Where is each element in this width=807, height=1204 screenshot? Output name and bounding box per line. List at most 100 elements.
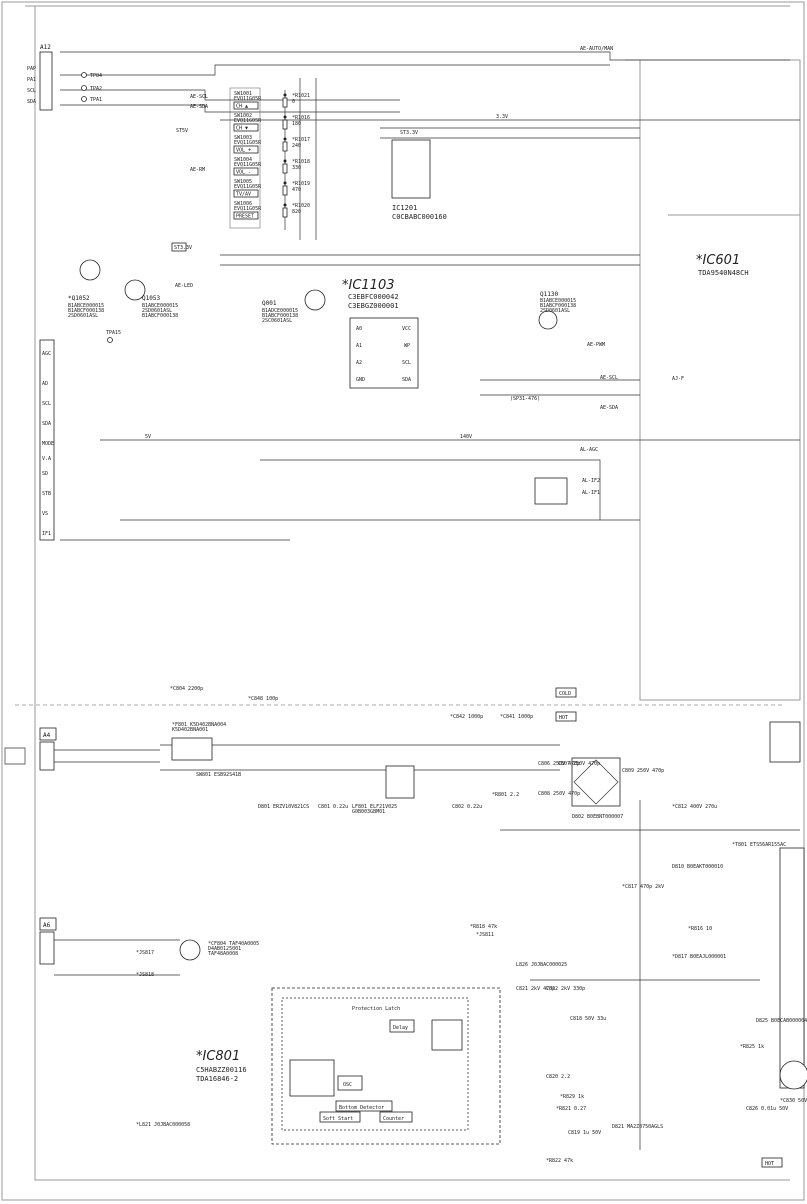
svg-text:B1ABCF000138: B1ABCF000138 <box>142 313 178 319</box>
svg-text:*IC801: *IC801 <box>196 1049 240 1064</box>
ceramic-filter <box>179 939 201 961</box>
part-label: C818 50V 33u <box>570 1016 606 1022</box>
resistor-value: 470 <box>292 187 301 193</box>
part-label: SW801 ESB92S41B <box>196 772 241 778</box>
svg-text:140V: 140V <box>460 434 472 440</box>
resistor-ref: *R1018 <box>292 159 310 165</box>
part-label: G0B003GBM01 <box>352 809 385 815</box>
switch-ref: SW1002 <box>234 113 252 119</box>
part-label: *R829 1k <box>560 1094 584 1100</box>
part-label: K5D402BNA001 <box>172 727 208 733</box>
pin-label: SCL <box>27 88 36 94</box>
svg-text:AE-AUTO/MAN: AE-AUTO/MAN <box>580 46 613 52</box>
switch-part: EVQ11G05R <box>234 140 262 146</box>
part-label: LF801 ELF21V025 <box>352 804 397 810</box>
svg-text:IC1201: IC1201 <box>392 204 417 212</box>
part-label: D821 MA2Z0750AGLS <box>612 1124 663 1130</box>
svg-text:Protection Latch: Protection Latch <box>352 1006 400 1012</box>
svg-text:AE-RM: AE-RM <box>190 167 205 173</box>
part-label: *R801 2.2 <box>492 792 519 798</box>
switch-ref: SW1004 <box>234 157 252 163</box>
part-label: *C842 1000p <box>450 714 483 720</box>
fuse-holder <box>171 737 213 761</box>
svg-text:HOT: HOT <box>765 1161 774 1167</box>
part-label: *C848 100p <box>248 696 278 702</box>
pin-label: VS <box>42 511 48 517</box>
pin-label: AD <box>42 381 48 387</box>
part-label: *C804 2200p <box>170 686 203 692</box>
part-label: C820 2.2 <box>546 1074 570 1080</box>
pin-label: SDA <box>27 99 36 105</box>
part-label: C808 250V 470p <box>538 791 580 797</box>
part-label: C806 250V 470p <box>538 761 580 767</box>
part-label: D801 ERZV10V821CS <box>258 804 309 810</box>
test-points: TP84 TPA2 TPA1 TPA15 <box>81 72 121 343</box>
svg-text:AL-AGC: AL-AGC <box>580 447 598 453</box>
svg-text:A0: A0 <box>356 326 362 332</box>
svg-text:AE-SDA: AE-SDA <box>190 104 208 110</box>
svg-text:B1ADCE000015: B1ADCE000015 <box>262 308 298 314</box>
switch-label: CH ▲ <box>236 104 248 110</box>
switch-ref: SW1005 <box>234 179 252 185</box>
switch-label: TV/AV <box>236 192 251 198</box>
svg-text:TDA9540N48CH: TDA9540N48CH <box>698 269 749 277</box>
switch-part: EVQ11G05R <box>234 206 262 212</box>
svg-text:Counter: Counter <box>383 1116 404 1122</box>
part-label: *CF804 TAF40A0005 <box>208 941 259 947</box>
switch-label: CH ▼ <box>236 126 248 132</box>
part-label: D810 B0EAKT000010 <box>672 864 723 870</box>
svg-text:3.3V: 3.3V <box>496 114 508 120</box>
svg-text:*Q1052: *Q1052 <box>68 295 90 302</box>
pin-label: IF1 <box>42 531 51 537</box>
svg-text:AE-LED: AE-LED <box>175 283 193 289</box>
part-label: *JS811 <box>476 932 494 938</box>
svg-text:B1ABCE000015: B1ABCE000015 <box>68 303 104 309</box>
connector-a12: A12 PAP PA1 SCL SDA <box>27 44 53 111</box>
part-label: *R818 47k <box>470 924 497 930</box>
switching-transistor <box>779 1060 807 1090</box>
svg-text:B1ABCE000015: B1ABCE000015 <box>142 303 178 309</box>
power-supply-stage <box>160 721 807 1150</box>
svg-text:C3EBFC000042: C3EBFC000042 <box>348 293 399 301</box>
svg-text:AE-PWM: AE-PWM <box>587 342 605 348</box>
svg-text:ST5V: ST5V <box>176 128 188 134</box>
resistor-value: 180 <box>292 121 301 127</box>
transistor-q1130: Q1130 B1ABCE000015 B1ABCF000138 2SD0601A… <box>538 291 576 330</box>
svg-text:AE-SDA: AE-SDA <box>600 405 618 411</box>
ic1103-eeprom: *IC1103 C3EBFC000042 C3EBGZ000001 A0 A1 … <box>342 278 419 389</box>
svg-text:AE-SCL: AE-SCL <box>600 375 618 381</box>
part-label: *L821 J0JBAC000058 <box>136 1122 190 1128</box>
part-label: L826 J0JBAC000025 <box>516 962 567 968</box>
switch-part: EVQ11G05R <box>234 96 262 102</box>
part-label: *R821 0.27 <box>556 1106 586 1112</box>
part-label: *C841 1000p <box>500 714 533 720</box>
if-switch-ic <box>534 477 568 505</box>
svg-text:*IC1103: *IC1103 <box>342 278 395 293</box>
switch-label: PRESET <box>236 214 254 220</box>
part-label: C821 2kV 470p <box>516 986 555 992</box>
part-label: C801 0.22u <box>318 804 348 810</box>
part-label: *D817 B0EAJL000001 <box>672 954 726 960</box>
switch-part: EVQ11G05R <box>234 184 262 190</box>
part-label: C826 0.01u 50V <box>746 1106 788 1112</box>
svg-text:Soft Start: Soft Start <box>323 1116 353 1122</box>
ic601-label: *IC601 TDA9540N48CH <box>696 253 749 277</box>
part-label: *R822 47k <box>546 1158 573 1164</box>
switch-part: EVQ11G05R <box>234 118 262 124</box>
ic601-frame <box>625 59 801 701</box>
part-label: *JS817 <box>136 950 154 956</box>
svg-text:A4: A4 <box>43 732 51 739</box>
switch-ref: SW1001 <box>234 91 252 97</box>
part-label: *C830 50V 0.068u <box>780 1098 807 1104</box>
svg-text:HOT: HOT <box>559 715 568 721</box>
svg-text:A1: A1 <box>356 343 362 349</box>
relay <box>769 721 801 763</box>
part-label: *F801 K5D402BNA004 <box>172 722 226 728</box>
svg-text:AJ-F: AJ-F <box>672 376 684 382</box>
svg-text:2SD0601ASL: 2SD0601ASL <box>540 308 570 314</box>
switch-ref: SW1003 <box>234 135 252 141</box>
part-label: *R825 1k <box>740 1044 764 1050</box>
